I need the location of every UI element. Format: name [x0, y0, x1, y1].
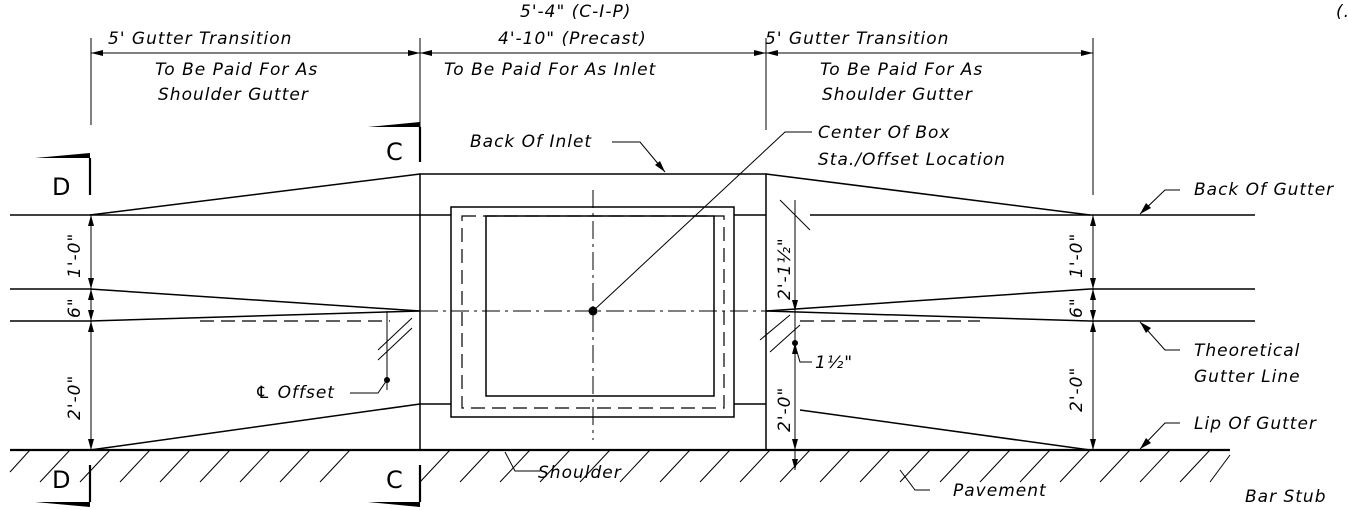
dim-top-precast: 4'-10" (Precast) — [498, 29, 647, 49]
sta-offset-label: Sta./Offset Location — [818, 150, 1006, 170]
dim-right-paid-2: Shoulder Gutter — [822, 85, 973, 105]
section-c-top-label: C — [386, 138, 404, 166]
gutter-line-label: Gutter Line — [1194, 367, 1301, 387]
dim-left-1ft: 1'-0" — [65, 233, 85, 278]
section-c-bottom-label: C — [386, 466, 404, 494]
cl-offset-label: ℄ Offset — [255, 383, 335, 403]
dim-left-6in: 6" — [65, 297, 85, 318]
dim-left-paid-1: To Be Paid For As — [155, 60, 318, 80]
dim-top-cip: 5'-4" (C-I-P) — [520, 2, 631, 22]
section-marker-d-top — [35, 153, 92, 195]
shoulder-label: Shoulder — [538, 463, 622, 483]
back-of-inlet-label: Back Of Inlet — [470, 132, 592, 152]
section-d-bottom-label: D — [52, 466, 71, 494]
theoretical-label: Theoretical — [1194, 341, 1300, 361]
dim-left-paid-2: Shoulder Gutter — [158, 85, 309, 105]
dim-mid-2ft: 2'-0" — [775, 387, 795, 432]
section-marker-d-bottom — [35, 465, 92, 507]
corner-fragment: (. — [1336, 2, 1348, 22]
lip-of-gutter-label: Lip Of Gutter — [1194, 414, 1317, 434]
small-dim-label: 1½" — [815, 353, 853, 373]
section-marker-c-top — [368, 122, 422, 162]
pavement-label: Pavement — [953, 481, 1047, 501]
dim-right-2ft: 2'-0" — [1067, 367, 1087, 412]
dim-left-2ft: 2'-0" — [65, 375, 85, 420]
section-d-top-label: D — [52, 173, 71, 201]
dimension-arrows — [91, 50, 1093, 56]
dim-right-paid-1: To Be Paid For As — [820, 60, 983, 80]
dim-left-transition: 5' Gutter Transition — [108, 29, 292, 49]
dim-mid-paid: To Be Paid For As Inlet — [444, 60, 657, 80]
dim-right-1ft: 1'-0" — [1067, 233, 1087, 278]
section-marker-c-bottom — [368, 465, 422, 507]
inlet-outline — [419, 173, 767, 451]
dim-right-6in: 6" — [1067, 297, 1087, 318]
dim-right-transition: 5' Gutter Transition — [765, 29, 949, 49]
dim-mid-2ft-1half: 2'-1½" — [775, 237, 795, 300]
inlet-grate — [485, 215, 715, 397]
bar-stub-label: Bar Stub — [1245, 487, 1327, 507]
center-of-box-label: Center Of Box — [818, 123, 951, 143]
back-of-gutter-label: Back Of Gutter — [1194, 180, 1334, 200]
